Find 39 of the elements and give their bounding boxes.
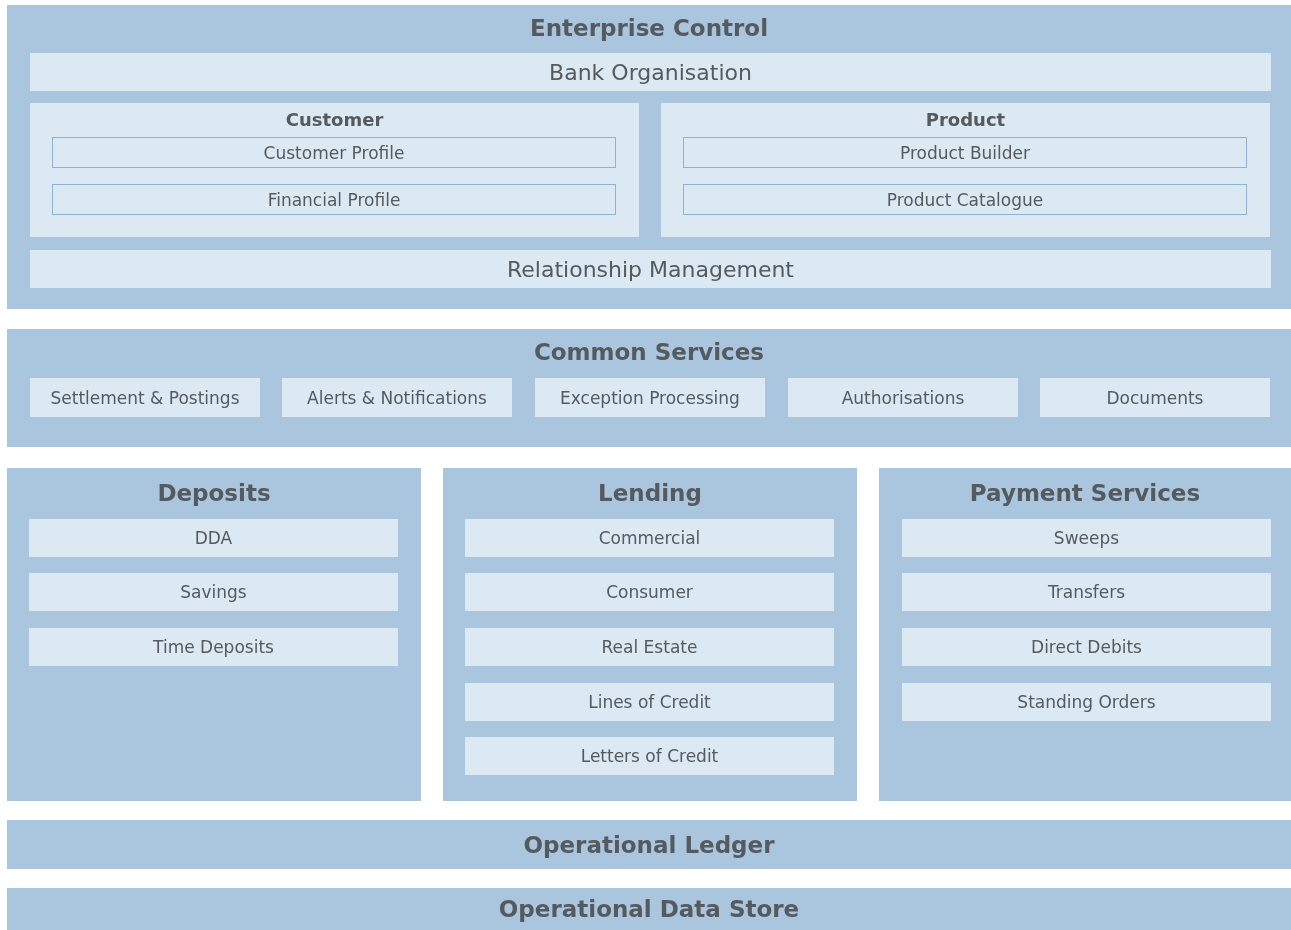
- module-tile: Product Builder: [683, 137, 1247, 168]
- layer-band: Operational Data Store: [7, 888, 1291, 930]
- layer-panel: [7, 5, 1291, 309]
- module-tile: Product Catalogue: [683, 184, 1247, 215]
- module-band: Bank Organisation: [30, 53, 1271, 91]
- panel-title: Enterprise Control: [528, 15, 770, 41]
- module-tile: Sweeps: [902, 519, 1271, 557]
- module-tile: Lines of Credit: [465, 683, 834, 721]
- panel-title: Payment Services: [968, 480, 1202, 506]
- module-tile: Letters of Credit: [465, 737, 834, 775]
- layer-panel: [7, 468, 421, 801]
- layer-panel: [879, 468, 1291, 801]
- group-panel: [661, 103, 1270, 237]
- module-tile: Savings: [29, 573, 398, 611]
- module-band: Relationship Management: [30, 250, 1271, 288]
- module-tile: Direct Debits: [902, 628, 1271, 666]
- module-tile: DDA: [29, 519, 398, 557]
- module-tile: Real Estate: [465, 628, 834, 666]
- module-tile: Consumer: [465, 573, 834, 611]
- module-tile: Transfers: [902, 573, 1271, 611]
- module-tile: Authorisations: [788, 378, 1018, 417]
- module-tile: Commercial: [465, 519, 834, 557]
- panel-title: Common Services: [532, 339, 766, 365]
- module-tile: Settlement & Postings: [30, 378, 260, 417]
- panel-title: Product: [924, 109, 1007, 130]
- layer-band: Operational Ledger: [7, 820, 1291, 869]
- module-tile: Alerts & Notifications: [282, 378, 512, 417]
- module-tile: Financial Profile: [52, 184, 616, 215]
- panel-title: Lending: [597, 480, 703, 506]
- module-tile: Exception Processing: [535, 378, 765, 417]
- module-tile: Customer Profile: [52, 137, 616, 168]
- module-tile: Standing Orders: [902, 683, 1271, 721]
- panel-title: Customer: [284, 109, 385, 130]
- group-panel: [30, 103, 639, 237]
- layer-panel: [7, 329, 1291, 447]
- module-tile: Documents: [1040, 378, 1270, 417]
- module-tile: Time Deposits: [29, 628, 398, 666]
- layer-panel: [443, 468, 857, 801]
- panel-title: Deposits: [156, 480, 272, 506]
